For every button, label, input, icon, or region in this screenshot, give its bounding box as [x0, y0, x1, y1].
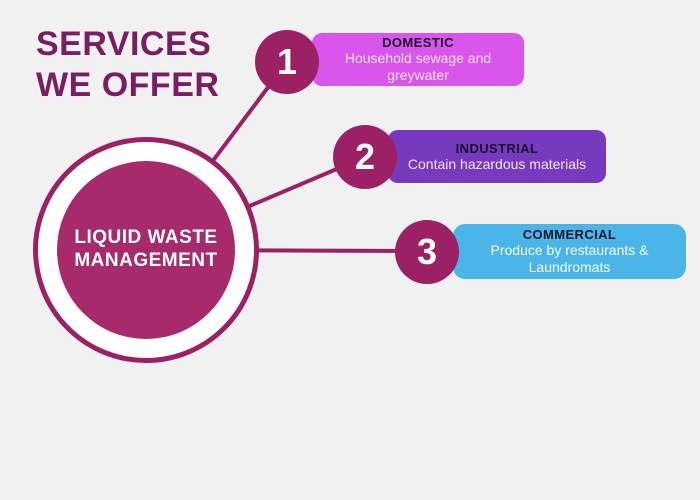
title-line-2: WE OFFER: [36, 66, 220, 105]
page-title: SERVICES WE OFFER: [36, 24, 219, 107]
number-badge-3: 3: [395, 220, 459, 284]
number-badge-2-label: 2: [354, 136, 376, 177]
card-domestic-heading: DOMESTIC: [382, 35, 454, 50]
center-ring: LIQUID WASTE MANAGEMENT: [33, 137, 259, 363]
card-industrial-heading: INDUSTRIAL: [455, 140, 539, 156]
center-label: LIQUID WASTE MANAGEMENT: [74, 227, 217, 273]
center-label-line-2: MANAGEMENT: [74, 250, 218, 271]
number-badge-1: 1: [255, 30, 319, 94]
center-label-line-1: LIQUID WASTE: [74, 227, 218, 249]
card-domestic-description: Household sewage and greywater: [344, 50, 492, 83]
number-badge-1-label: 1: [276, 41, 298, 82]
card-domestic: DOMESTIC Household sewage and greywater: [312, 33, 524, 86]
number-badge-3-label: 3: [416, 231, 438, 272]
center-circle: LIQUID WASTE MANAGEMENT: [57, 161, 235, 339]
number-badge-2: 2: [333, 125, 397, 189]
card-commercial-description: Produce by restaurants & Laundromats: [490, 242, 649, 275]
card-commercial: COMMERCIAL Produce by restaurants & Laun…: [453, 224, 686, 279]
title-line-1: SERVICES: [36, 25, 212, 63]
card-industrial-description: Contain hazardous materials: [407, 155, 587, 172]
card-industrial: INDUSTRIAL Contain hazardous materials: [388, 130, 606, 183]
card-commercial-heading: COMMERCIAL: [522, 227, 617, 242]
